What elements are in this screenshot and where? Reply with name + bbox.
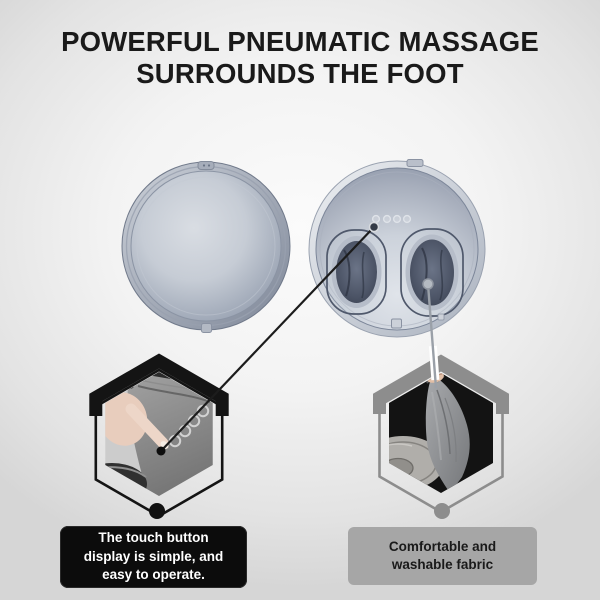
headline-line-2: SURROUNDS THE FOOT [136, 58, 464, 89]
bowl-notch [391, 318, 402, 329]
bullet-dot-gray [434, 503, 450, 519]
hexagon-badge-touch-buttons [89, 353, 229, 518]
hexagon-thick-band [89, 353, 229, 416]
headline-line-1: POWERFUL PNEUMATIC MASSAGE [61, 26, 539, 57]
open-massager-illustration [308, 159, 486, 338]
closed-massager-illustration [121, 161, 291, 333]
clasp-tab [201, 323, 212, 333]
hinge-tab [197, 161, 215, 170]
callout-connector-black [156, 221, 380, 456]
callout-connector-gray [422, 278, 440, 389]
caption-line: washable fabric [391, 557, 494, 572]
connector-anchor-dot [422, 278, 434, 290]
caption-line: Comfortable and [388, 538, 497, 554]
caption-line: The touch button [98, 530, 209, 546]
headline: POWERFUL PNEUMATIC MASSAGE SURROUNDS THE… [0, 26, 600, 90]
bullet-dot-black [149, 503, 165, 519]
connector-end-dot [156, 446, 166, 456]
open-hinge-tab [406, 159, 424, 167]
caption-touch-buttons: The touch button display is simple, and … [60, 526, 247, 588]
right-foot-well [400, 228, 464, 317]
left-foot-well [326, 229, 387, 315]
connector-anchor-dot [368, 221, 380, 233]
bowl-notch-small [437, 313, 445, 321]
caption-line: display is simple, and [83, 548, 224, 564]
hexagon-badge-washable-fabric [373, 354, 509, 514]
caption-line: easy to operate. [102, 567, 205, 583]
caption-washable-fabric: Comfortable and washable fabric [348, 527, 537, 585]
hexagon-thick-band [373, 354, 509, 414]
